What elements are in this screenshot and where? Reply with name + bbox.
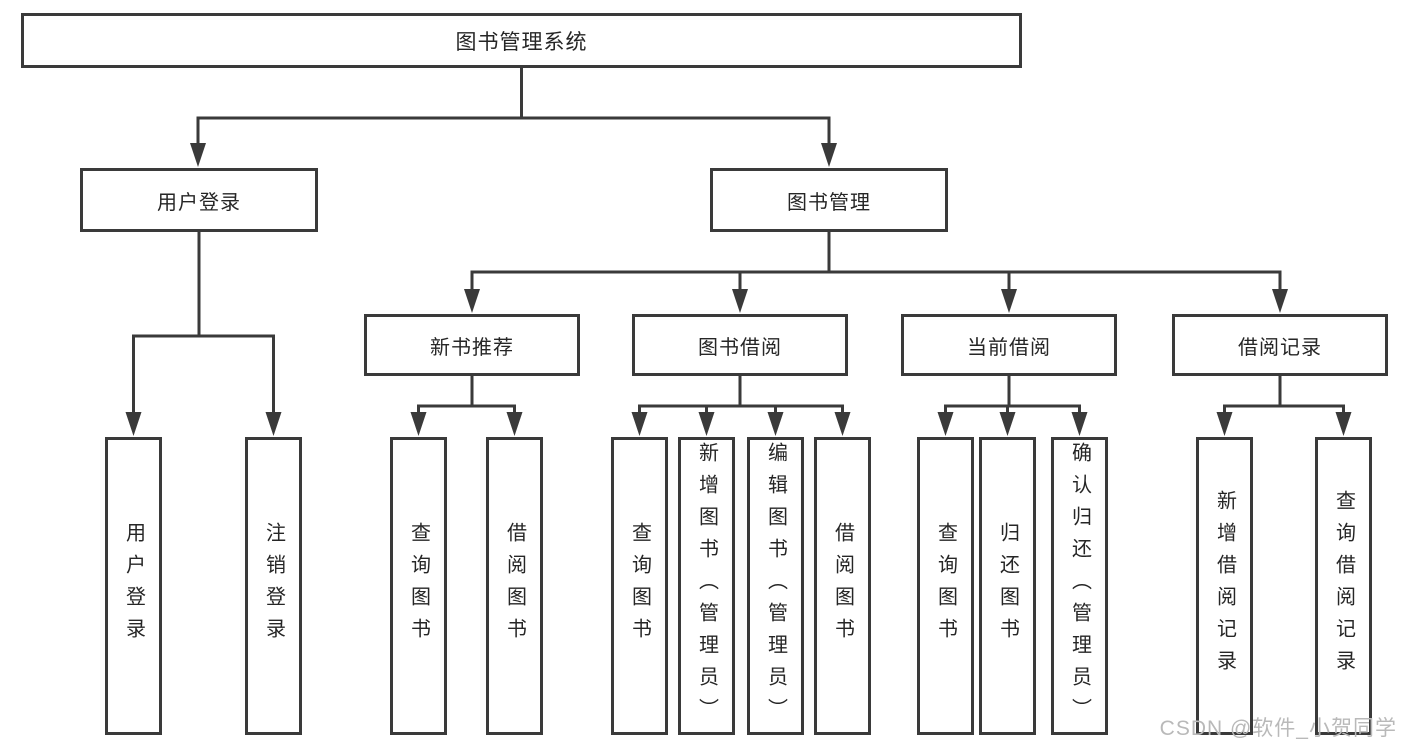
leaf-add-borrow-record: 新增借阅记录: [1196, 437, 1253, 735]
node-book-management: 图书管理: [710, 168, 948, 232]
leaf-query-borrow-record: 查询借阅记录: [1315, 437, 1372, 735]
node-current-borrowing-label: 当前借阅: [967, 336, 1051, 359]
node-book-borrowing-label: 图书借阅: [698, 336, 782, 359]
leaf-borrow-books-borrowing: 借阅图书: [814, 437, 871, 735]
node-root-label: 图书管理系统: [455, 30, 588, 54]
node-new-book-recommend-label: 新书推荐: [430, 336, 514, 359]
arrowhead-icon: [1071, 412, 1088, 436]
leaf-return-book-label: 归还图书: [996, 522, 1019, 650]
node-current-borrowing: 当前借阅: [901, 314, 1117, 376]
arrowhead-icon: [999, 412, 1016, 436]
leaf-borrow-books-borrowing-label: 借阅图书: [831, 522, 854, 650]
node-user-login: 用户登录: [80, 168, 318, 232]
leaf-query-books-current: 查询图书: [917, 437, 974, 735]
leaf-user-login: 用户登录: [105, 437, 162, 735]
leaf-logout-label: 注销登录: [262, 522, 285, 650]
arrowhead-icon: [1001, 289, 1017, 313]
arrowhead-icon: [464, 289, 480, 313]
connector-userlogin-to-leaves: [132, 230, 275, 414]
leaf-return-book: 归还图书: [979, 437, 1036, 735]
arrowhead-icon: [125, 412, 142, 436]
connector-newbooks-to-leaves: [417, 374, 516, 414]
node-root: 图书管理系统: [21, 13, 1022, 68]
connector-borrowing-to-leaves: [638, 374, 844, 414]
node-book-management-label: 图书管理: [787, 191, 871, 214]
connector-currentborrow-to-leaves: [944, 374, 1081, 414]
leaf-query-books-recommend: 查询图书: [390, 437, 447, 735]
arrowhead-icon: [698, 412, 715, 436]
connector-root-to-level2: [196, 66, 831, 146]
arrowhead-icon: [410, 412, 427, 436]
leaf-query-books-current-label: 查询图书: [934, 522, 957, 650]
leaf-logout: 注销登录: [245, 437, 302, 735]
leaf-borrow-books-recommend-label: 借阅图书: [503, 522, 526, 650]
leaf-add-borrow-record-label: 新增借阅记录: [1213, 490, 1236, 682]
node-borrow-records-label: 借阅记录: [1238, 336, 1322, 359]
leaf-query-books-borrowing: 查询图书: [611, 437, 668, 735]
leaf-add-book-admin: 新增图书（管理员）: [678, 437, 735, 735]
connector-bookmgmt-to-level3: [470, 230, 1282, 291]
node-new-book-recommend: 新书推荐: [364, 314, 580, 376]
arrowhead-icon: [732, 289, 748, 313]
arrowhead-icon: [767, 412, 784, 436]
node-book-borrowing: 图书借阅: [632, 314, 848, 376]
arrowhead-icon: [265, 412, 282, 436]
connector-records-to-leaves: [1223, 374, 1345, 414]
leaf-add-book-admin-label: 新增图书（管理员）: [695, 442, 718, 730]
arrowhead-icon: [1335, 412, 1352, 436]
node-user-login-label: 用户登录: [157, 191, 241, 214]
leaf-edit-book-admin: 编辑图书（管理员）: [747, 437, 804, 735]
arrowhead-icon: [821, 143, 837, 167]
arrowhead-icon: [631, 412, 648, 436]
arrowhead-icon: [937, 412, 954, 436]
node-borrow-records: 借阅记录: [1172, 314, 1388, 376]
arrowhead-icon: [834, 412, 851, 436]
leaf-confirm-return-admin-label: 确认归还（管理员）: [1068, 442, 1091, 730]
arrowhead-icon: [1272, 289, 1288, 313]
arrowhead-icon: [1216, 412, 1233, 436]
leaf-query-books-recommend-label: 查询图书: [407, 522, 430, 650]
watermark: CSDN @软件_小贺同学: [1159, 717, 1397, 740]
leaf-query-books-borrowing-label: 查询图书: [628, 522, 651, 650]
arrowhead-icon: [506, 412, 523, 436]
leaf-confirm-return-admin: 确认归还（管理员）: [1051, 437, 1108, 735]
leaf-query-borrow-record-label: 查询借阅记录: [1332, 490, 1355, 682]
leaf-user-login-label: 用户登录: [122, 522, 145, 650]
leaf-edit-book-admin-label: 编辑图书（管理员）: [764, 442, 787, 730]
arrowhead-icon: [190, 143, 206, 167]
leaf-borrow-books-recommend: 借阅图书: [486, 437, 543, 735]
